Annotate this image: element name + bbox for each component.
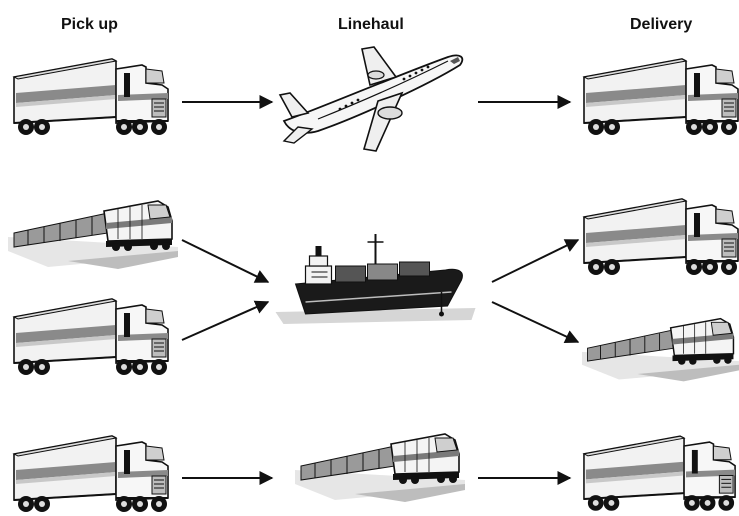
delivery-train-row2 bbox=[582, 317, 739, 383]
arrow-ship-to-truck bbox=[491, 239, 580, 283]
pickup-truck-row1 bbox=[13, 58, 169, 136]
arrow-train-to-ship bbox=[181, 239, 270, 283]
arrow-truck-to-ship bbox=[181, 300, 270, 341]
linehaul-airplane bbox=[279, 46, 464, 152]
header-delivery: Delivery bbox=[630, 16, 693, 33]
delivery-truck-row2 bbox=[583, 198, 739, 276]
header-linehaul: Linehaul bbox=[338, 16, 404, 33]
delivery-truck-row3 bbox=[582, 435, 737, 512]
pickup-train-row2 bbox=[8, 200, 178, 270]
pickup-truck-row2 bbox=[13, 298, 169, 376]
header-pickup: Pick up bbox=[61, 16, 118, 33]
delivery-truck-row1 bbox=[583, 58, 739, 136]
linehaul-ship bbox=[274, 232, 477, 326]
arrow-ship-to-train bbox=[491, 301, 580, 344]
pickup-truck-row3 bbox=[13, 435, 169, 513]
linehaul-train bbox=[295, 433, 465, 503]
